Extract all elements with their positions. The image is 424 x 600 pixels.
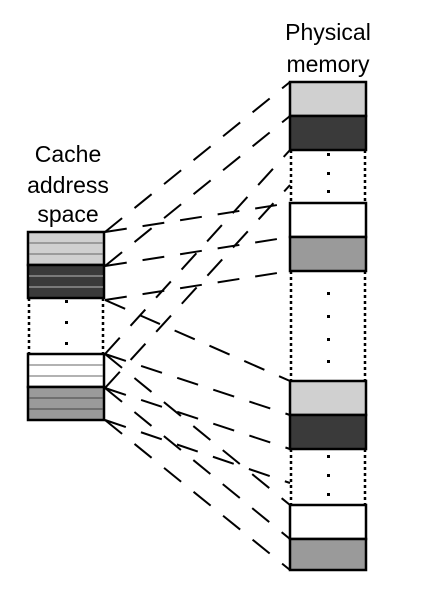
cache-ellipsis-dots bbox=[65, 300, 68, 345]
physical-block bbox=[288, 114, 368, 152]
mapping-line bbox=[104, 236, 291, 267]
cache-block bbox=[26, 385, 106, 422]
cache-title-line3: space bbox=[37, 201, 98, 227]
physical-memory-column bbox=[288, 80, 368, 572]
physical-ellipsis-dots bbox=[327, 153, 330, 496]
physical-block bbox=[288, 537, 368, 572]
mapping-lines bbox=[104, 81, 291, 571]
physical-memory-title-line1: Physical bbox=[285, 19, 371, 45]
mapping-line bbox=[104, 115, 291, 267]
physical-block bbox=[288, 379, 368, 417]
cache-block bbox=[26, 352, 106, 389]
physical-gap-borders bbox=[289, 150, 367, 505]
physical-block bbox=[288, 503, 368, 541]
cache-gap-borders bbox=[27, 298, 105, 354]
cache-title-line1: Cache bbox=[35, 141, 101, 167]
mapping-line bbox=[104, 353, 291, 506]
physical-block bbox=[288, 80, 368, 118]
mapping-line bbox=[104, 184, 291, 389]
physical-block bbox=[288, 235, 368, 273]
mapping-line bbox=[104, 419, 291, 484]
physical-block bbox=[288, 413, 368, 451]
mapping-line bbox=[104, 387, 291, 450]
cache-block-stripes bbox=[29, 242, 103, 410]
mapping-line bbox=[104, 299, 291, 382]
cache-title-line2: address bbox=[27, 172, 109, 198]
mapping-line bbox=[104, 149, 291, 355]
mapping-line bbox=[104, 81, 291, 233]
mapping-line bbox=[104, 387, 291, 540]
mapping-line bbox=[104, 419, 291, 571]
cache-block bbox=[26, 230, 106, 267]
mapping-line bbox=[104, 270, 291, 301]
cache-column bbox=[26, 230, 106, 422]
physical-block bbox=[288, 201, 368, 239]
mapping-line bbox=[104, 353, 291, 416]
cache-block bbox=[26, 263, 106, 300]
mapping-line bbox=[104, 202, 291, 233]
physical-memory-title-line2: memory bbox=[286, 51, 370, 77]
